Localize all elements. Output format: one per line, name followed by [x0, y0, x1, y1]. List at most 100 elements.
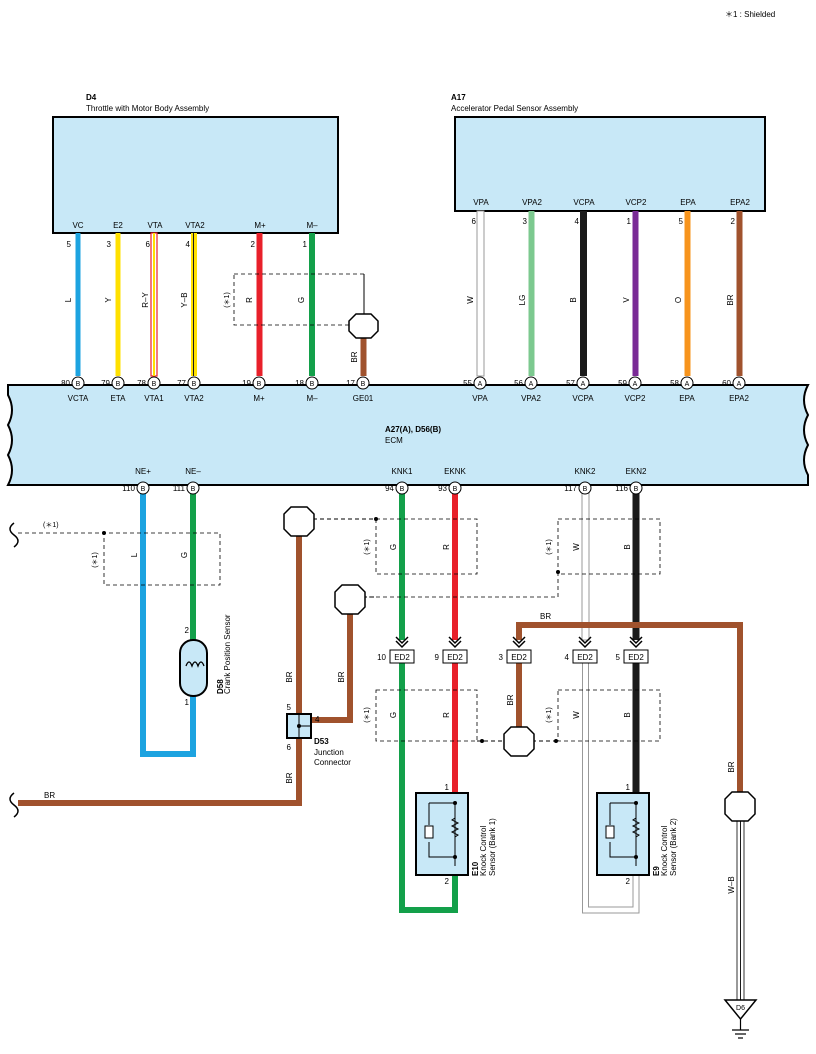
a17-pin-1: 1 — [627, 217, 632, 226]
shield-mark-knock2: (＊1) — [546, 539, 553, 555]
d4-term-vta: VTA — [148, 221, 164, 230]
label-eknk-top: R — [442, 544, 451, 550]
shield-crank — [18, 532, 221, 586]
svg-text:ED2: ED2 — [577, 653, 593, 662]
label-vcpa: B — [569, 297, 578, 302]
d4-term-vta2: VTA2 — [185, 221, 205, 230]
d4-pin-3: 3 — [107, 240, 112, 249]
wire-e2 — [115, 233, 121, 376]
wire-vpa2 — [528, 211, 535, 376]
label-nem: G — [180, 552, 189, 558]
ground-d6: D6 — [723, 999, 758, 1039]
svg-text:55: 55 — [463, 379, 472, 388]
d4-pin-4: 4 — [186, 240, 191, 249]
svg-text:A: A — [737, 381, 742, 388]
shield-mark-left-top: (＊1) — [43, 522, 59, 529]
wire-knk2-upper — [581, 492, 590, 641]
a17-pin-2: 2 — [731, 217, 736, 226]
a17-term-epa2: EPA2 — [730, 198, 750, 207]
ecm-code: A27(A), D56(B) — [385, 425, 441, 434]
a17-term-vcp2: VCP2 — [626, 198, 647, 207]
svg-text:B: B — [192, 381, 197, 388]
svg-text:B: B — [400, 486, 405, 493]
svg-text:A: A — [478, 381, 483, 388]
label-ekn2-top: B — [623, 544, 632, 549]
d4-pin-6: 6 — [146, 240, 151, 249]
shield-mark-knock2-lower: (＊1) — [546, 707, 553, 723]
wire-vcp2 — [632, 211, 639, 376]
ed2-pin-3: ED2 3 — [499, 636, 532, 664]
d4-pin-2: 2 — [251, 240, 256, 249]
a17-box — [454, 116, 766, 212]
d4-box — [52, 116, 339, 234]
svg-text:ED2: ED2 — [628, 653, 644, 662]
upper-wires — [75, 210, 743, 377]
shield-mark-motor: (＊1) — [224, 292, 231, 308]
shield-knock1-lower — [375, 689, 478, 742]
shield-knock2-lower — [557, 689, 661, 742]
svg-text:B: B — [116, 381, 121, 388]
label-wb-ground: W–B — [727, 876, 736, 893]
svg-text:A: A — [529, 381, 534, 388]
svg-text:10: 10 — [377, 653, 386, 662]
d53-node — [297, 724, 301, 728]
label-br-ed2-down: BR — [506, 694, 515, 705]
svg-text:VCTA: VCTA — [68, 394, 89, 403]
splice-knock-icon — [503, 726, 535, 757]
ed2-pin-9: ED2 9 — [435, 636, 468, 664]
e9-body — [596, 792, 650, 876]
a17-term-vcpa: VCPA — [573, 198, 595, 207]
svg-text:58: 58 — [670, 379, 679, 388]
label-vcp2: V — [622, 297, 631, 303]
wire-br-ed2-right — [516, 622, 743, 793]
svg-text:19: 19 — [242, 379, 251, 388]
d58-coil-icon — [185, 661, 205, 668]
d58-pin-bot: 1 — [185, 698, 190, 707]
e9-code: E9 — [652, 866, 661, 876]
d4-pin-5: 5 — [67, 240, 72, 249]
d53-junction-connector: 5 4 6 D53 Junction Connector — [286, 703, 351, 767]
e9-pin-top: 1 — [626, 783, 631, 792]
label-mminus: G — [297, 297, 306, 303]
svg-text:A: A — [581, 381, 586, 388]
svg-text:117: 117 — [564, 484, 577, 493]
wire-knk1-lower — [399, 663, 458, 913]
wire-ge01 — [360, 338, 367, 376]
svg-text:ED2: ED2 — [447, 653, 463, 662]
e9-pin-bot: 2 — [626, 877, 631, 886]
upper-wire-labels: L Y R–Y Y–B R G BR W LG B V O BR — [64, 292, 735, 363]
svg-text:VTA2: VTA2 — [184, 394, 204, 403]
svg-text:B: B — [257, 381, 262, 388]
a17-pin-5: 5 — [679, 217, 684, 226]
svg-text:78: 78 — [137, 379, 146, 388]
e10-circuit — [428, 802, 456, 866]
svg-text:EPA2: EPA2 — [729, 394, 749, 403]
svg-text:VCP2: VCP2 — [625, 394, 646, 403]
svg-text:VTA1: VTA1 — [144, 394, 164, 403]
d58-name: Crank Position Sensor — [223, 614, 232, 694]
wire-vcpa — [580, 211, 587, 376]
svg-text:KNK2: KNK2 — [575, 467, 596, 476]
shield-mark-knock1: (＊1) — [364, 539, 371, 555]
d4-code: D4 — [86, 93, 97, 102]
d4-term-e2: E2 — [113, 221, 123, 230]
ground-d6-triangle-icon — [723, 999, 758, 1021]
svg-text:56: 56 — [514, 379, 523, 388]
svg-text:EPA: EPA — [679, 394, 695, 403]
svg-text:80: 80 — [61, 379, 70, 388]
svg-text:B: B — [191, 486, 196, 493]
shield-mark-crank: (＊1) — [92, 552, 99, 568]
e9-circuit — [609, 802, 637, 866]
d53-pin6: 6 — [287, 743, 292, 752]
label-knk1-top: G — [389, 544, 398, 550]
label-vpa: W — [466, 296, 475, 304]
svg-text:B: B — [310, 381, 315, 388]
